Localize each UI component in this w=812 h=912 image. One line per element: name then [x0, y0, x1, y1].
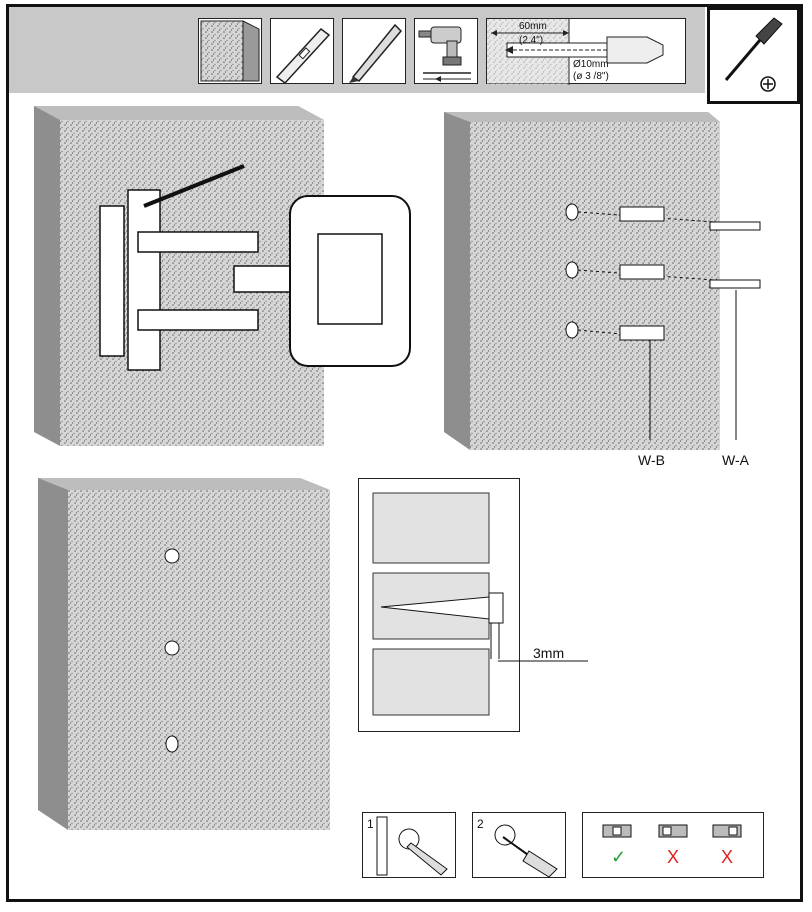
level-check-box: ✓ X X: [582, 812, 764, 878]
anchor-detail-box: [358, 478, 520, 732]
ok-check-icon: ✓: [611, 847, 627, 867]
wall-screws-illustration: [38, 478, 330, 830]
anchor-row-3: [565, 321, 665, 341]
drill-depth-mm: 60mm: [519, 21, 547, 32]
substep-2-number: 2: [477, 817, 484, 831]
drilling-hole-icon: [494, 824, 558, 878]
page-frame: [6, 4, 803, 902]
gap-label: 3mm: [533, 645, 565, 661]
marking-pencil-icon: [376, 816, 448, 876]
label-wb: W-B: [638, 452, 665, 468]
level-check-icons: [602, 824, 742, 838]
wall-mount-on-wall-illustration: [34, 106, 411, 446]
drill-depth-in: (2.4"): [519, 35, 544, 46]
drill-diameter-in: (ø 3 /8"): [573, 71, 609, 82]
substep-1-number: 1: [367, 817, 374, 831]
concrete-wall-tool-card: [198, 18, 262, 84]
spirit-level-icon: [275, 27, 331, 85]
substep-1-box: 1: [362, 812, 456, 878]
drill-tool-card: [414, 18, 478, 84]
bad-x-icon-2: X: [721, 847, 734, 867]
bad-x-icon-1: X: [667, 847, 680, 867]
gap-callout-line: [498, 660, 588, 662]
pencil-tool-card: [342, 18, 406, 84]
concrete-block-icon: [200, 20, 260, 82]
pencil-icon: [349, 23, 403, 83]
label-wa: W-A: [722, 452, 749, 468]
anchor-row-1: [565, 203, 761, 231]
screwdriver-tool-box: [707, 7, 800, 104]
spirit-level-tool-card: [270, 18, 334, 85]
anchor-row-2: [565, 261, 761, 289]
substep-2-box: 2: [472, 812, 566, 878]
drill-diameter-mm: Ø10mm: [573, 59, 609, 70]
wall-anchor-insert-illustration: [444, 112, 761, 450]
drill-depth-tool-card: 60mm (2.4") Ø10mm (ø 3 /8"): [486, 18, 686, 85]
drill-depth-diagram: [487, 19, 664, 85]
power-drill-icon: [418, 26, 471, 82]
screwdriver-icon: [724, 17, 783, 92]
anchor-cross-section: [372, 492, 504, 716]
